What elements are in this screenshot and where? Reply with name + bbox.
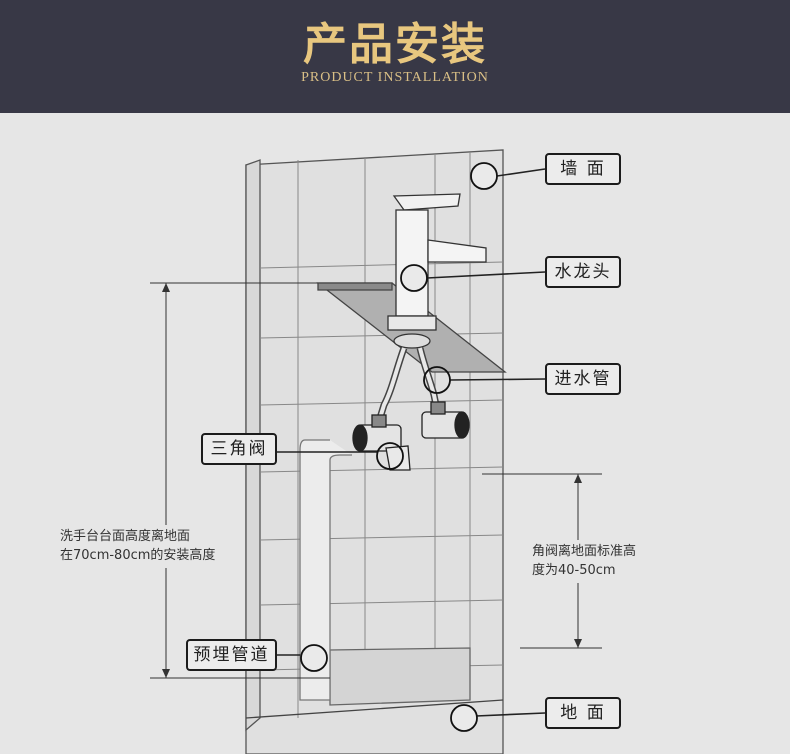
label-faucet: 水龙头 — [545, 256, 621, 288]
label-wall: 墙 面 — [545, 153, 621, 185]
header-banner: 产品安装 PRODUCT INSTALLATION — [0, 0, 790, 113]
faucet-callout-circle — [400, 264, 428, 292]
label-inlet-hose: 进水管 — [545, 363, 621, 395]
pipe-callout-circle — [300, 644, 328, 672]
valve-height-line2: 度为40-50cm — [532, 563, 616, 578]
basin-height-note: 洗手台台面高度离地面 在70cm-80cm的安装高度 — [60, 527, 215, 565]
faucet-body — [395, 209, 429, 317]
basin-height-line2: 在70cm-80cm的安装高度 — [60, 548, 216, 563]
page-subtitle: PRODUCT INSTALLATION — [301, 70, 489, 85]
floor-callout-circle — [450, 704, 478, 732]
page-title: 产品安装 — [303, 19, 487, 70]
inlet-hose-callout-circle — [423, 366, 451, 394]
label-embedded-pipe: 预埋管道 — [186, 639, 277, 671]
label-angle-valve: 三角阀 — [201, 433, 277, 465]
faucet-lever — [392, 193, 461, 211]
angle-valve-callout-circle — [376, 442, 404, 470]
embedded-pipe — [299, 439, 352, 701]
basin-height-line1: 洗手台台面高度离地面 — [60, 529, 191, 544]
installation-diagram — [150, 149, 602, 754]
wall-callout-circle — [470, 162, 498, 190]
label-floor: 地 面 — [545, 697, 621, 729]
faucet-spout — [427, 239, 487, 263]
valve-height-note: 角阀离地面标准高 度为40-50cm — [532, 542, 636, 580]
valve-height-line1: 角阀离地面标准高 — [532, 544, 637, 559]
